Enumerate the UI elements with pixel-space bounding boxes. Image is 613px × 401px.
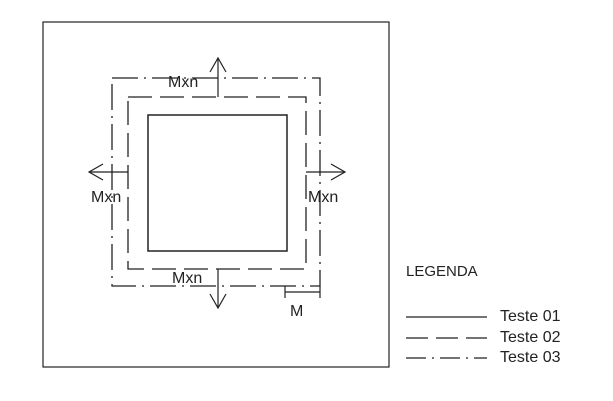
label-top-mxn: Mxn — [168, 74, 198, 91]
label-right-mxn: Mxn — [308, 189, 338, 206]
dashdot-square-teste-03 — [111, 77, 321, 287]
label-left-mxn: Mxn — [91, 189, 121, 206]
bottom-arrow — [209, 269, 227, 310]
legend-label-teste-03: Teste 03 — [500, 349, 561, 366]
dashed-square-teste-02 — [127, 96, 307, 270]
left-arrow — [87, 163, 128, 181]
label-bottom-mxn: Mxn — [172, 270, 202, 287]
outer-frame — [42, 21, 390, 368]
dimension-bracket — [284, 286, 321, 298]
top-arrow — [209, 56, 227, 97]
label-dimension-m: M — [290, 303, 303, 320]
legend-label-teste-01: Teste 01 — [500, 308, 561, 325]
legend-label-teste-02: Teste 02 — [500, 329, 561, 346]
inner-square-teste-01 — [147, 114, 288, 252]
right-arrow — [306, 163, 347, 181]
legend-title: LEGENDA — [406, 263, 478, 280]
